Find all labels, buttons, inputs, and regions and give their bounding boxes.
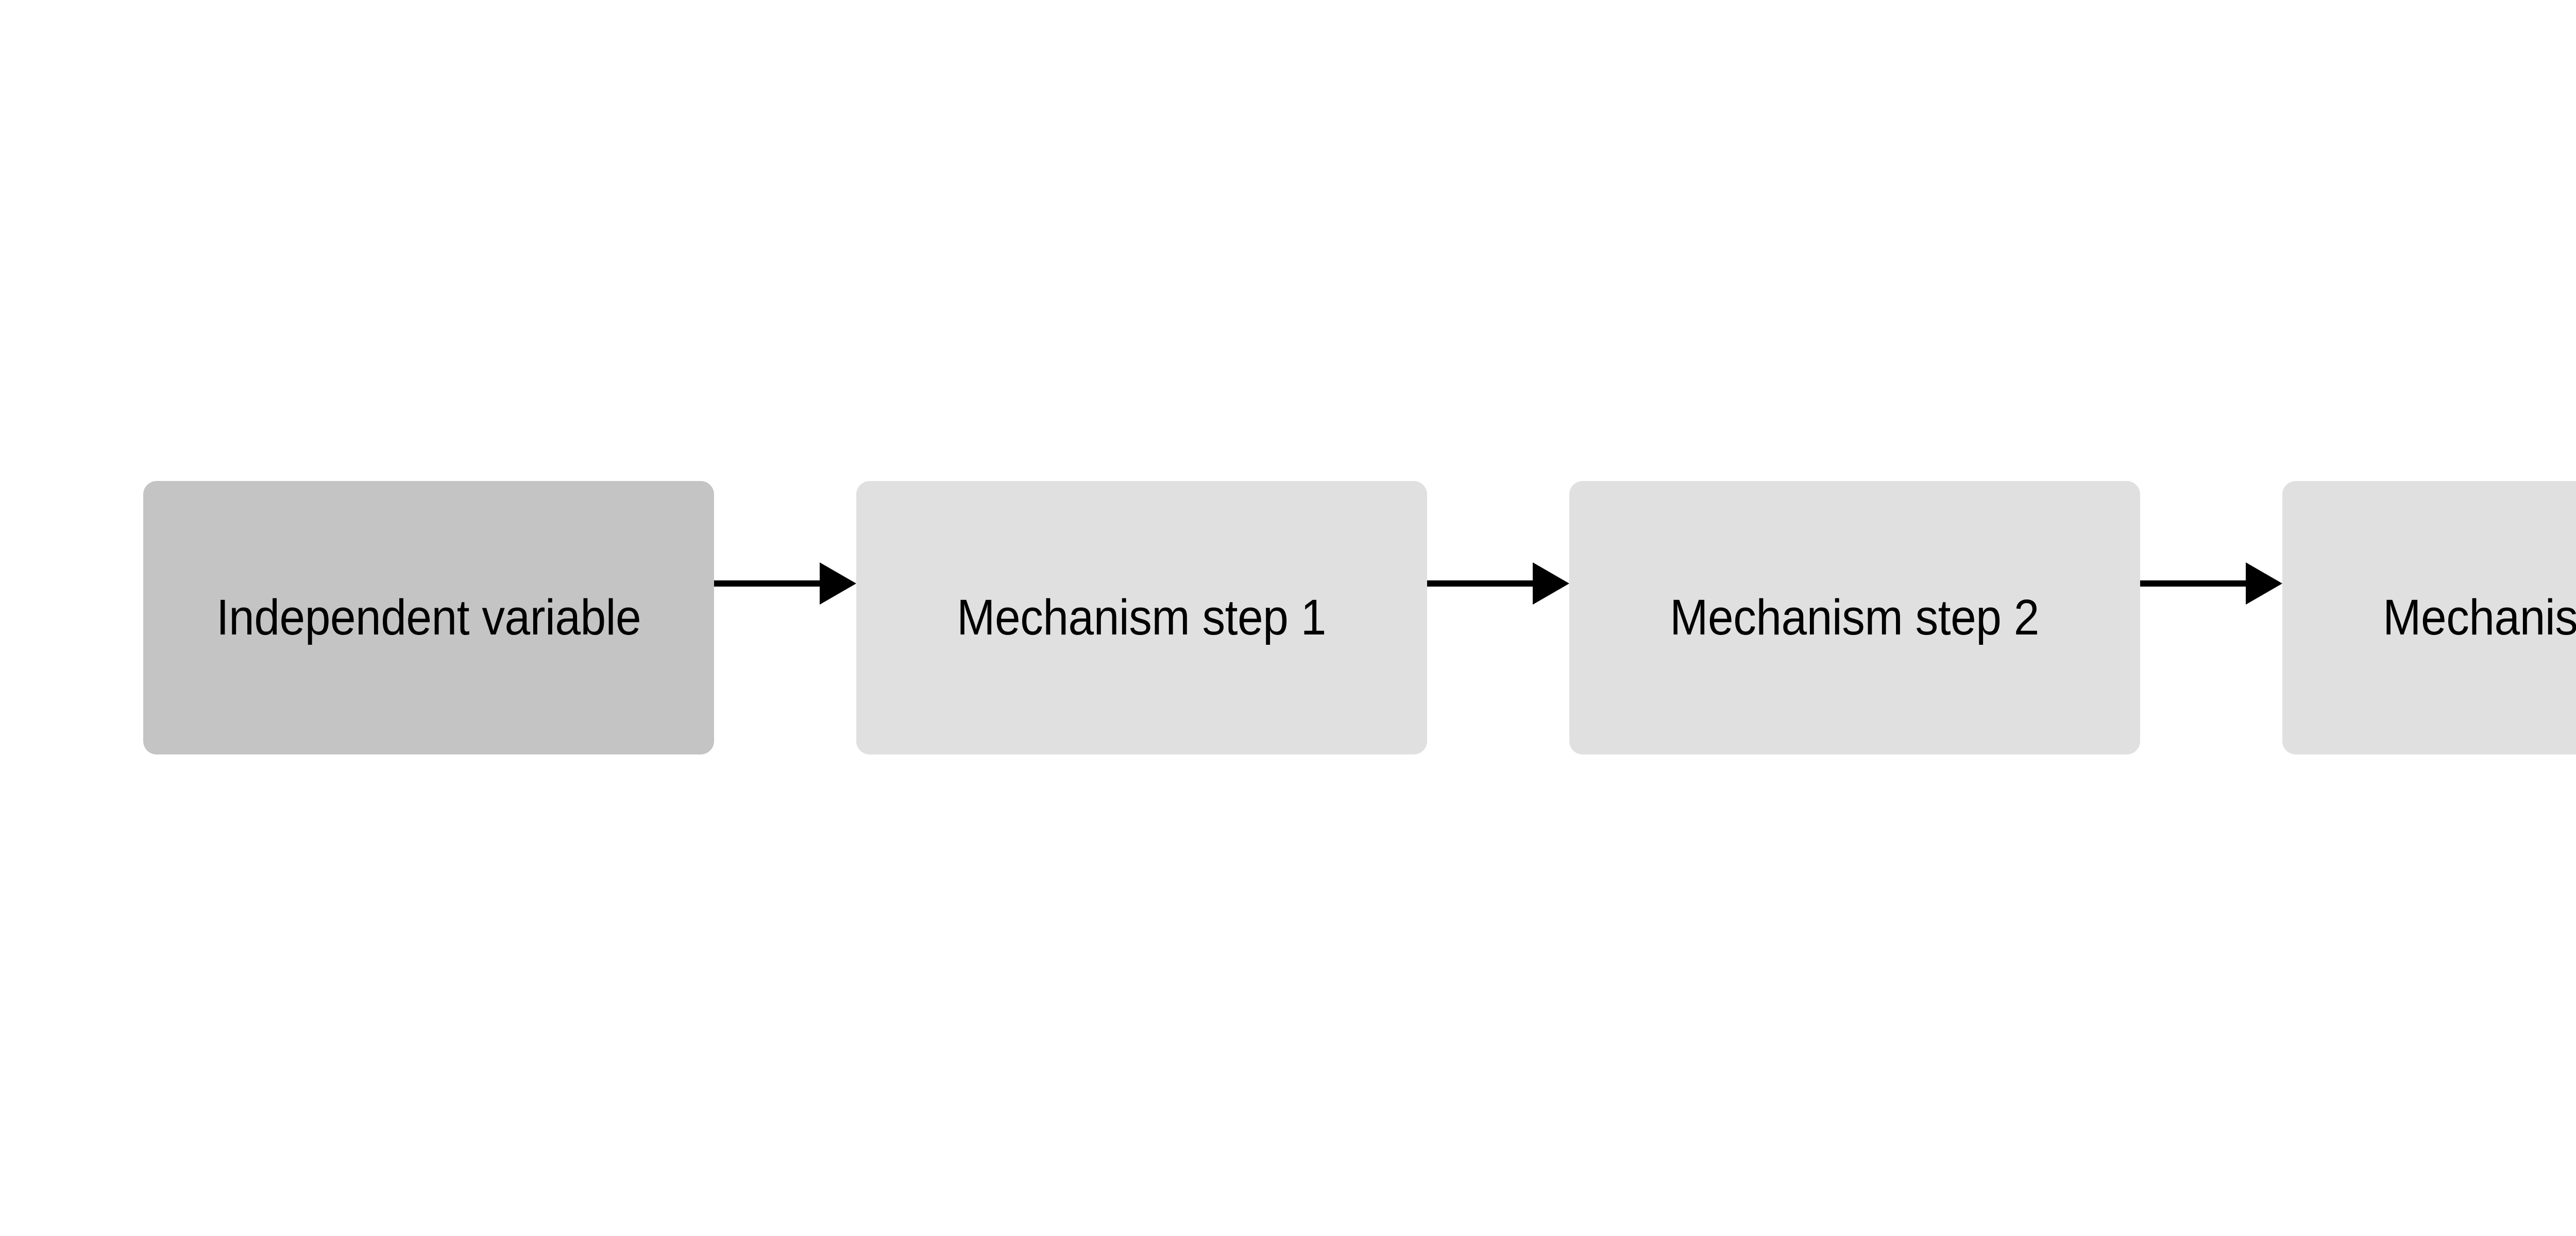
mediation-flow-row: Independent variable Mechanism step 1 Me… (143, 481, 2576, 754)
node-independent-variable[interactable]: Independent variable (143, 481, 714, 754)
edge-mechanism-step-2-to-mechanism-step-3 (2140, 481, 2282, 754)
arrow-right-icon (2140, 562, 2282, 605)
edge-mechanism-step-1-to-mechanism-step-2 (1427, 481, 1569, 754)
edge-iv-to-mechanism-step-1 (714, 481, 856, 754)
arrow-right-icon (1427, 562, 1569, 605)
node-label-mechanism-step-1: Mechanism step 1 (957, 589, 1327, 646)
node-label-mechanism-step-2: Mechanism step 2 (1670, 589, 2040, 646)
node-mechanism-step-1[interactable]: Mechanism step 1 (856, 481, 1427, 754)
node-mechanism-step-2[interactable]: Mechanism step 2 (1569, 481, 2140, 754)
node-label-independent-variable: Independent variable (216, 589, 641, 646)
node-label-mechanism-step-3: Mechanism step 3 (2383, 589, 2576, 646)
arrow-right-icon (714, 562, 856, 605)
node-mechanism-step-3[interactable]: Mechanism step 3 (2282, 481, 2576, 754)
